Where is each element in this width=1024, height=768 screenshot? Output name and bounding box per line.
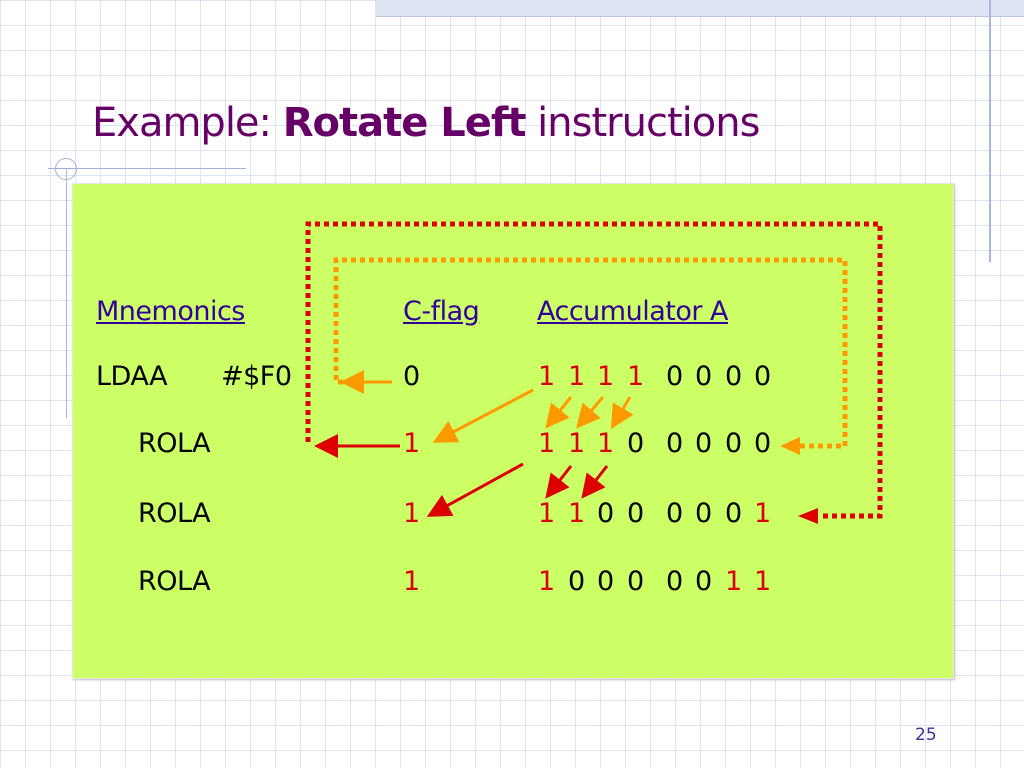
row-2-bit0: 1 (754, 498, 771, 529)
orange-dotted-loop-arrowhead (780, 437, 800, 455)
row-0-operand: #$F0 (221, 361, 292, 392)
row-2-bit3: 0 (666, 498, 683, 529)
row-1-bit4: 0 (627, 428, 644, 459)
row-0-bit6: 1 (568, 361, 585, 392)
title-prefix: Example: (92, 100, 283, 146)
row-0-bit3: 0 (666, 361, 683, 392)
row-1-bit2: 0 (695, 428, 712, 459)
row-2-bit1: 0 (725, 498, 742, 529)
page-number: 25 (915, 725, 937, 745)
slide-title: Example: Rotate Left instructions (92, 100, 760, 146)
row-0-bit1: 0 (725, 361, 742, 392)
row-0-bit4: 1 (627, 361, 644, 392)
row-0-bit0: 0 (754, 361, 771, 392)
row-3-bit6: 0 (568, 566, 585, 597)
orange-shift-1 (545, 396, 573, 429)
row-1-bit5: 1 (597, 428, 614, 459)
row-3-bit1: 1 (725, 566, 742, 597)
orange-shift-3 (610, 396, 634, 430)
title-suffix: instructions (525, 100, 760, 146)
circle-decoration (55, 158, 77, 180)
row-1-bit7: 1 (538, 428, 555, 459)
row-2-bit5: 0 (597, 498, 614, 529)
row-1-bit1: 0 (725, 428, 742, 459)
left-decoration-line (66, 168, 67, 418)
row-3-bit3: 0 (666, 566, 683, 597)
row-0-bit2: 0 (695, 361, 712, 392)
title-bold: Rotate Left (282, 100, 527, 146)
row-1-bit3: 0 (666, 428, 683, 459)
red-shift-1 (545, 465, 573, 499)
row-3-bit0: 1 (754, 566, 771, 597)
row-3-bit7: 1 (538, 566, 555, 597)
red-shift-2 (581, 465, 609, 499)
red-dotted-loop-arrowhead (798, 508, 818, 524)
row-0-mnemonic: LDAA (96, 361, 168, 392)
title-underline-decoration (48, 168, 246, 169)
orange-arrow-bit7-to-c (432, 388, 534, 443)
orange-shift-2 (576, 396, 605, 429)
orange-dotted-loop (333, 257, 848, 449)
row-3-cflag: 1 (403, 566, 420, 597)
row-0-cflag: 0 (403, 361, 420, 392)
row-2-cflag: 1 (403, 498, 420, 529)
row-3-bit2: 0 (695, 566, 712, 597)
row-2-bit7: 1 (538, 498, 555, 529)
row-2-bit4: 0 (627, 498, 644, 529)
row-2-bit6: 1 (568, 498, 585, 529)
row-0-bit7: 1 (538, 361, 555, 392)
content-panel (72, 183, 954, 679)
row-3-bit4: 0 (627, 566, 644, 597)
row-0-bit5: 1 (597, 361, 614, 392)
row-3-mnemonic: ROLA (138, 566, 211, 597)
header-accumulator: Accumulator A (537, 296, 729, 327)
row-1-bit0: 0 (754, 428, 771, 459)
row-2-bit2: 0 (695, 498, 712, 529)
header-mnemonics: Mnemonics (96, 296, 245, 327)
row-1-cflag: 1 (403, 428, 420, 459)
row-2-mnemonic: ROLA (138, 498, 211, 529)
right-decoration-line (989, 0, 991, 262)
row-3-bit5: 0 (597, 566, 614, 597)
header-cflag: C-flag (403, 296, 480, 327)
red-dotted-loop (305, 221, 883, 519)
row-1-bit6: 1 (568, 428, 585, 459)
row-1-mnemonic: ROLA (138, 428, 211, 459)
red-arrow-bit7-to-c (426, 462, 524, 517)
top-decoration-bar (376, 0, 1024, 17)
